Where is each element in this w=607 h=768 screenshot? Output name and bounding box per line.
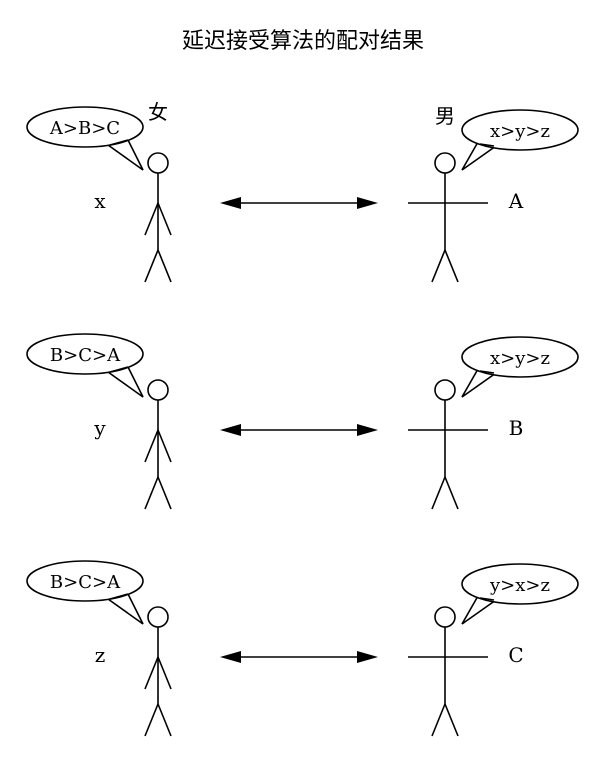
woman-label: z <box>95 643 106 667</box>
pair-row: B>C>A y x>y>zB <box>26 333 579 510</box>
man-speech-bubble: y>x>z <box>461 563 579 625</box>
diagram-title: 延迟接受算法的配对结果 <box>182 29 424 54</box>
female-header: 女 <box>148 100 168 124</box>
man-speech-bubble: x>y>z <box>461 109 579 171</box>
woman-speech-bubble: A>B>C <box>26 106 144 171</box>
man-stick-figure-icon <box>408 379 488 510</box>
pair-row: A>B>C x x>y>zA <box>26 106 579 283</box>
woman-preference: B>C>A <box>50 572 121 593</box>
match-arrow <box>220 651 378 663</box>
man-stick-figure-icon <box>408 152 488 283</box>
pair-row: B>C>A z y>x>zC <box>26 560 579 737</box>
woman-preference: A>B>C <box>49 118 120 139</box>
match-arrow <box>220 424 378 436</box>
man-label: C <box>508 643 523 667</box>
match-arrow <box>220 197 378 209</box>
woman-speech-bubble: B>C>A <box>26 333 144 398</box>
man-label: B <box>509 416 524 440</box>
woman-stick-figure-icon <box>144 152 172 283</box>
woman-stick-figure-icon <box>144 606 172 737</box>
woman-stick-figure-icon <box>144 379 172 510</box>
woman-label: y <box>93 416 106 440</box>
woman-label: x <box>94 189 106 213</box>
man-preference: x>y>z <box>490 348 550 369</box>
man-preference: y>x>z <box>489 575 550 596</box>
man-stick-figure-icon <box>408 606 488 737</box>
woman-preference: B>C>A <box>50 345 121 366</box>
man-speech-bubble: x>y>z <box>461 336 579 398</box>
male-header: 男 <box>435 104 455 128</box>
man-label: A <box>508 189 524 213</box>
man-preference: x>y>z <box>490 121 550 142</box>
woman-speech-bubble: B>C>A <box>26 560 144 625</box>
